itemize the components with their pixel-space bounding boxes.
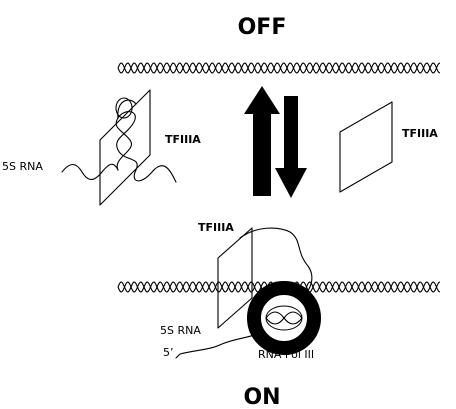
five-prime-label: 5’: [163, 346, 174, 359]
tfiiia-label-bottom: TFIIIA: [198, 221, 234, 234]
up-arrow: [244, 86, 280, 196]
rna-fold-left: [116, 112, 176, 182]
rna-5s-label-bottom: 5S RNA: [160, 324, 201, 337]
tfiiia-label-right: TFIIIA: [402, 127, 438, 140]
rna-pol-iii-label: RNA Pol III: [258, 348, 314, 361]
off-state-label: OFF: [238, 15, 287, 40]
tfiiia-label-left: TFIIIA: [165, 133, 201, 146]
rna-strand-left: [62, 164, 118, 179]
rna-5s-label-top: 5S RNA: [2, 160, 43, 173]
dna-helix-top: [118, 63, 440, 73]
on-state-label: ON: [243, 385, 280, 409]
tfiiia-plane-bottom: [218, 228, 252, 328]
tfiiia-plane-right: [340, 102, 392, 192]
tfiiia-plane-left: [100, 90, 150, 205]
tfiiia-free: TFIIIA: [340, 102, 438, 192]
down-arrow: [275, 96, 307, 198]
tfiiia-rna-complex: TFIIIA 5S RNA: [2, 90, 201, 205]
